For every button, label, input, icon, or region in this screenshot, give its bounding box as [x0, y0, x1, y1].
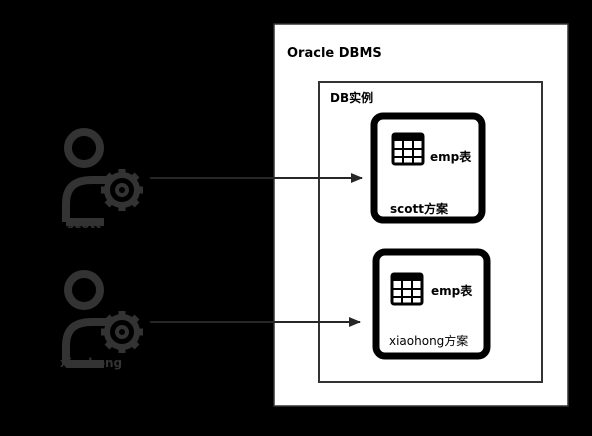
- user-gear-icon: [66, 132, 143, 222]
- table-label: emp表: [431, 283, 473, 298]
- table-label: emp表: [430, 149, 472, 164]
- user-xiaohong: xiaohong: [60, 274, 143, 370]
- schema-label: scott方案: [390, 201, 449, 216]
- schema-scott: emp表 scott方案: [370, 112, 486, 224]
- instance-title: DB实例: [330, 90, 373, 105]
- user-scott: scott: [66, 132, 143, 231]
- user-label: xiaohong: [60, 356, 122, 370]
- schema-label: xiaohong方案: [389, 333, 468, 348]
- dbms-title: Oracle DBMS: [287, 46, 382, 61]
- schema-xiaohong: emp表 xiaohong方案: [372, 248, 491, 360]
- user-label: scott: [67, 217, 101, 231]
- user-gear-icon: [66, 274, 143, 364]
